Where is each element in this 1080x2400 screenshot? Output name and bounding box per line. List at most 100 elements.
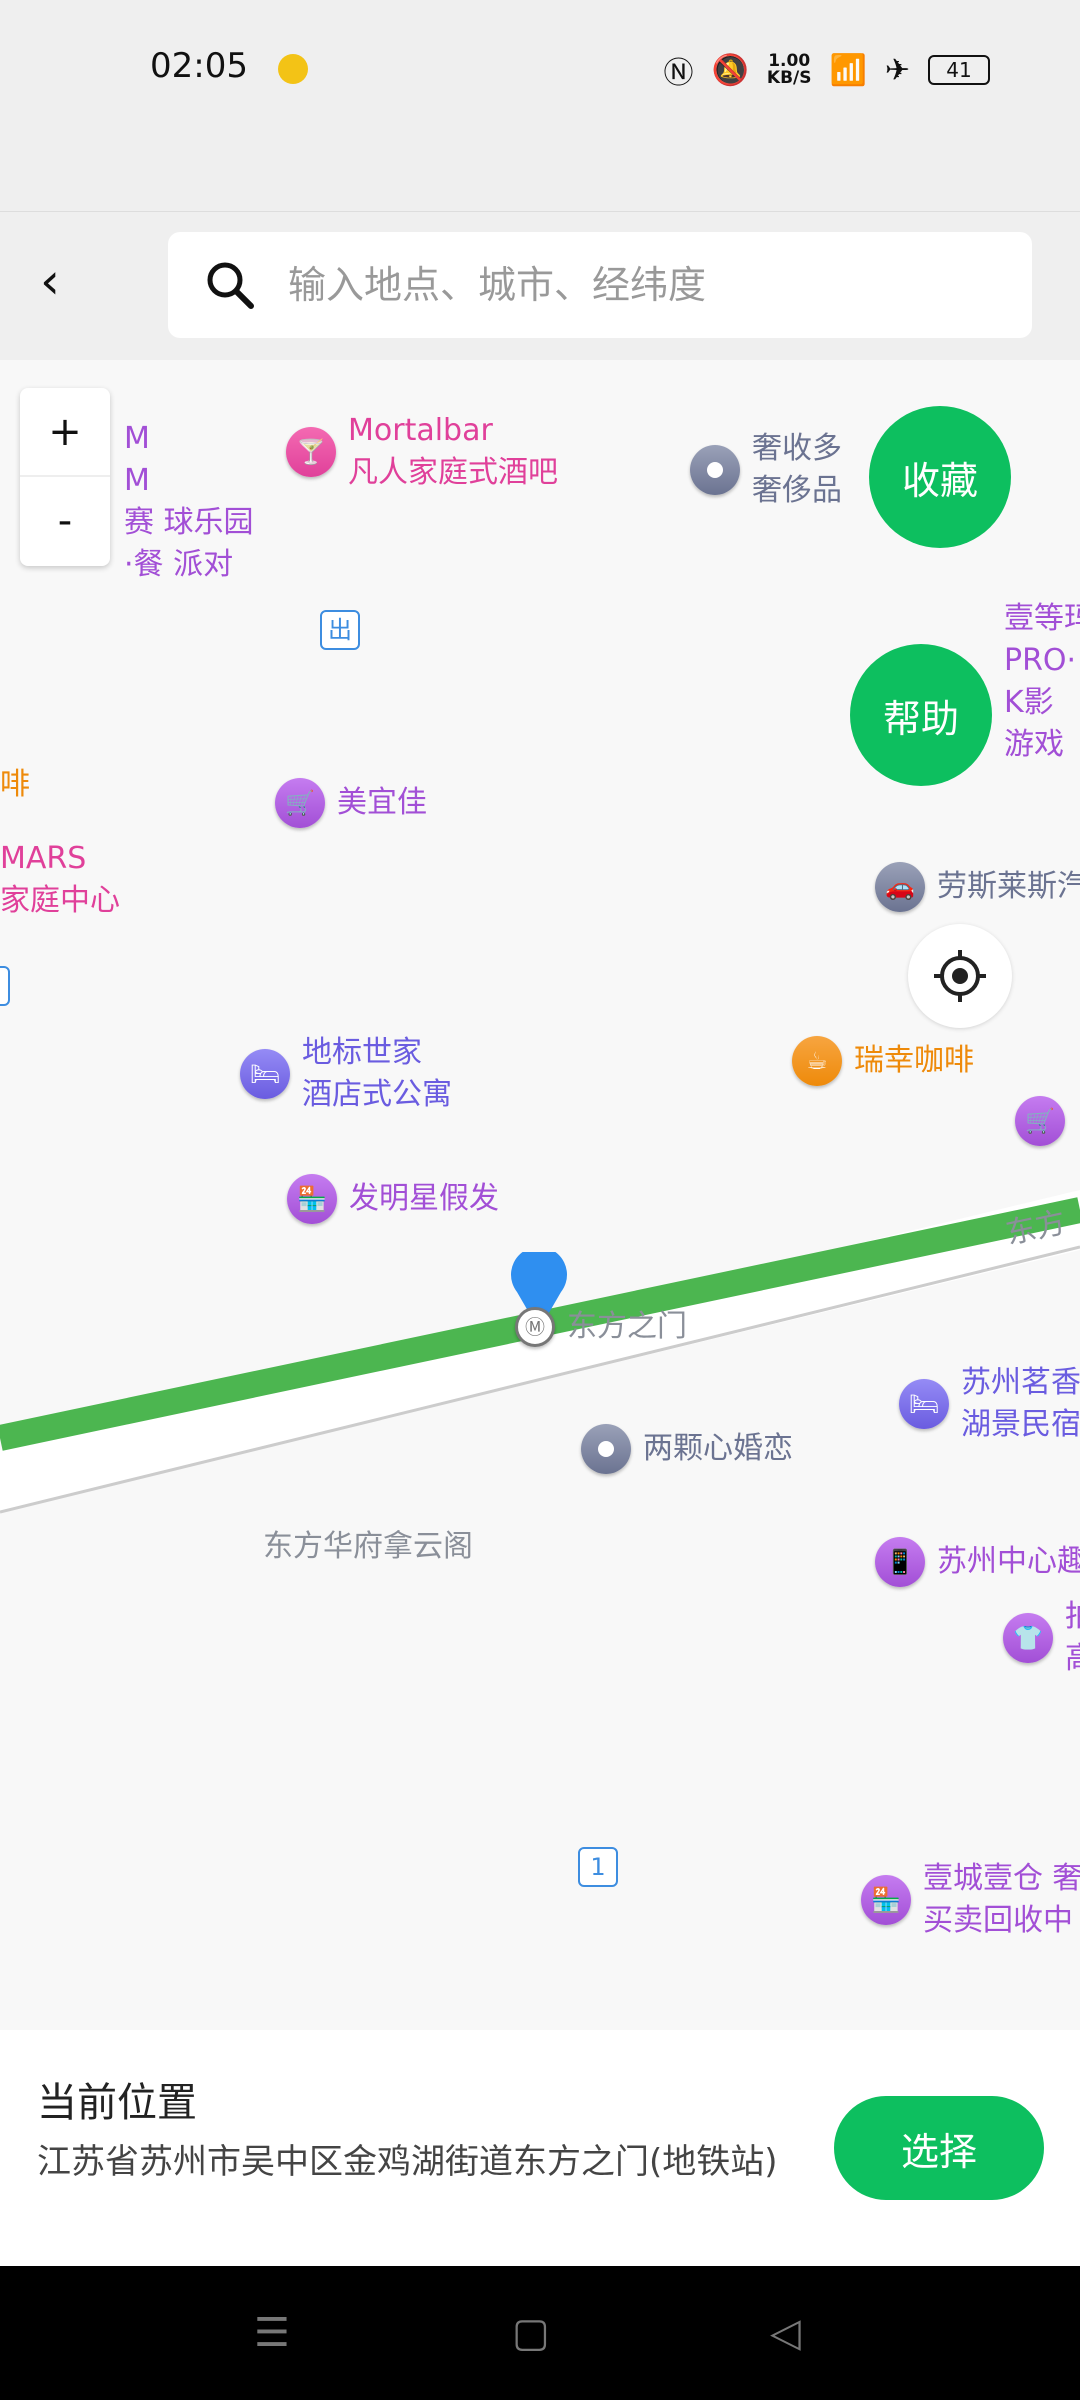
- poi-dongfangzhimen[interactable]: Ⓜ 东方之门: [515, 1306, 687, 1348]
- exit-1-icon[interactable]: 1: [578, 1847, 618, 1887]
- cart-icon: 🛒: [1015, 1096, 1065, 1146]
- poi-label: 发明星假发: [349, 1181, 499, 1216]
- speed-unit: KB/S: [766, 68, 812, 88]
- poi-label: Mortalbar: [348, 413, 493, 448]
- search-box[interactable]: [168, 232, 1032, 338]
- poi-label[interactable]: 赛 球乐园: [124, 505, 254, 540]
- help-button[interactable]: 帮助: [850, 644, 992, 786]
- road-layer: [0, 1190, 1080, 1514]
- poi-label[interactable]: ·餐 派对: [124, 547, 234, 582]
- zoom-control: + -: [20, 388, 110, 566]
- zoom-in-button[interactable]: +: [20, 388, 110, 477]
- poi-liangkexin[interactable]: 两颗心婚恋: [581, 1424, 793, 1474]
- poi-label: 瑞幸咖啡: [854, 1043, 974, 1078]
- poi-meiyijia[interactable]: 🛒 美宜佳: [275, 778, 427, 828]
- poi-yideng[interactable]: 壹等玛 PRO· K影游戏: [1004, 598, 1080, 766]
- poi-label: 湖景民宿: [961, 1407, 1080, 1442]
- exit-icon[interactable]: 出: [320, 610, 360, 650]
- poi-luckin[interactable]: ☕ 瑞幸咖啡: [792, 1036, 974, 1086]
- poi-clothing[interactable]: 👕拍高: [1003, 1596, 1080, 1680]
- poi-mars[interactable]: MARS 家庭中心: [0, 838, 120, 922]
- shirt-icon: 👕: [1003, 1613, 1053, 1663]
- subway-icon: Ⓜ: [515, 1307, 555, 1347]
- exit-icon-partial: [0, 966, 10, 1006]
- shop-icon: 🏪: [287, 1174, 337, 1224]
- mute-icon: 🔕: [711, 52, 749, 88]
- locate-button[interactable]: [908, 924, 1012, 1028]
- location-panel: 当前位置 江苏省苏州市吴中区金鸡湖街道东方之门(地铁站) 选择: [0, 2030, 1080, 2266]
- poi-yicheng[interactable]: 🏪 壹城壹仓 奢买卖回收中: [861, 1858, 1080, 1942]
- wifi-icon: 📶: [829, 52, 867, 88]
- speed-value: 1.00: [768, 51, 811, 71]
- poi-label: ·: [1077, 1100, 1080, 1142]
- poi-dibiao[interactable]: 🛏 地标世家酒店式公寓: [240, 1032, 452, 1116]
- poi-label: 啡: [0, 767, 30, 802]
- poi-label: 美宜佳: [337, 785, 427, 820]
- poi-label: 壹城壹仓 奢: [923, 1861, 1080, 1896]
- poi-label: K影: [1004, 685, 1054, 720]
- poi-label: 劳斯莱斯汽: [937, 869, 1080, 904]
- poi-label: 东方之门: [567, 1309, 687, 1344]
- poi-label: 游戏: [1004, 727, 1064, 762]
- poi-label: 拍: [1065, 1596, 1080, 1638]
- bed-icon: 🛏: [240, 1049, 290, 1099]
- battery-icon: 41: [928, 55, 990, 85]
- poi-famingxing[interactable]: 🏪 发明星假发: [287, 1174, 499, 1224]
- poi-rolls-royce[interactable]: 🚗 劳斯莱斯汽: [875, 862, 1080, 912]
- navigation-bar: ☰ ▢ ◁: [0, 2266, 1080, 2400]
- place-icon: [690, 445, 740, 495]
- car-icon: 🚗: [875, 862, 925, 912]
- panel-title: 当前位置: [37, 2080, 197, 2126]
- header: ‹: [0, 212, 1080, 360]
- airplane-icon: ✈: [884, 52, 910, 88]
- home-icon[interactable]: ▢: [512, 2310, 550, 2356]
- poi-label: 酒店式公寓: [302, 1077, 452, 1112]
- area-label: 东方华府拿云阁: [263, 1526, 473, 1568]
- poi-label: PRO·: [1004, 643, 1077, 678]
- poi-mortalbar[interactable]: 🍸 Mortalbar 凡人家庭式酒吧: [286, 410, 558, 494]
- cart-icon: 🛒: [275, 778, 325, 828]
- select-button[interactable]: 选择: [834, 2096, 1044, 2200]
- place-icon: [581, 1424, 631, 1474]
- poi-label: MARS: [0, 841, 87, 876]
- poi-cart-right[interactable]: 🛒·: [1015, 1096, 1080, 1146]
- poi-label: 壹等玛: [1004, 601, 1080, 636]
- back-nav-icon[interactable]: ◁: [770, 2310, 801, 2356]
- menu-icon[interactable]: ☰: [254, 2310, 290, 2356]
- poi-label: 买卖回收中: [923, 1903, 1073, 1938]
- poi-label: 两颗心婚恋: [643, 1431, 793, 1466]
- zoom-out-button[interactable]: -: [57, 498, 73, 544]
- crosshair-icon: [934, 950, 986, 1002]
- poi-suzhou-center[interactable]: 📱 苏州中心趣: [875, 1537, 1080, 1587]
- search-icon: [207, 262, 254, 309]
- location-pin-icon: [511, 1252, 567, 1330]
- phone-icon: 📱: [875, 1537, 925, 1587]
- poi-label[interactable]: M: [124, 421, 150, 456]
- poi-label: 奢收多: [752, 431, 842, 466]
- poi-label: 家庭中心: [0, 883, 120, 918]
- shop-icon: 🏪: [861, 1875, 911, 1925]
- poi-label: 苏州茗香: [961, 1365, 1080, 1400]
- search-input[interactable]: [288, 263, 888, 307]
- poi-label[interactable]: M: [124, 463, 150, 498]
- nfc-icon: Ⓝ: [663, 56, 694, 91]
- poi-shechouduo[interactable]: 奢收多奢侈品: [690, 428, 842, 512]
- poi-label: 地标世家: [302, 1035, 422, 1070]
- poi-label: 苏州中心趣: [937, 1544, 1080, 1579]
- poi-coffee-partial[interactable]: 啡: [0, 764, 30, 806]
- notification-icon: [278, 54, 308, 84]
- clock: 02:05: [150, 46, 248, 86]
- bed-icon: 🛏: [899, 1379, 949, 1429]
- cocktail-icon: 🍸: [286, 427, 336, 477]
- address-text: 江苏省苏州市吴中区金鸡湖街道东方之门(地铁站): [37, 2142, 778, 2182]
- poi-label: 凡人家庭式酒吧: [348, 455, 558, 490]
- poi-mingxiang[interactable]: 🛏 苏州茗香湖景民宿: [899, 1362, 1080, 1446]
- poi-label: 奢侈品: [752, 473, 842, 508]
- coffee-icon: ☕: [792, 1036, 842, 1086]
- back-button[interactable]: ‹: [40, 252, 60, 310]
- favorite-button[interactable]: 收藏: [869, 406, 1011, 548]
- area-name: 东方华府拿云阁: [263, 1529, 473, 1564]
